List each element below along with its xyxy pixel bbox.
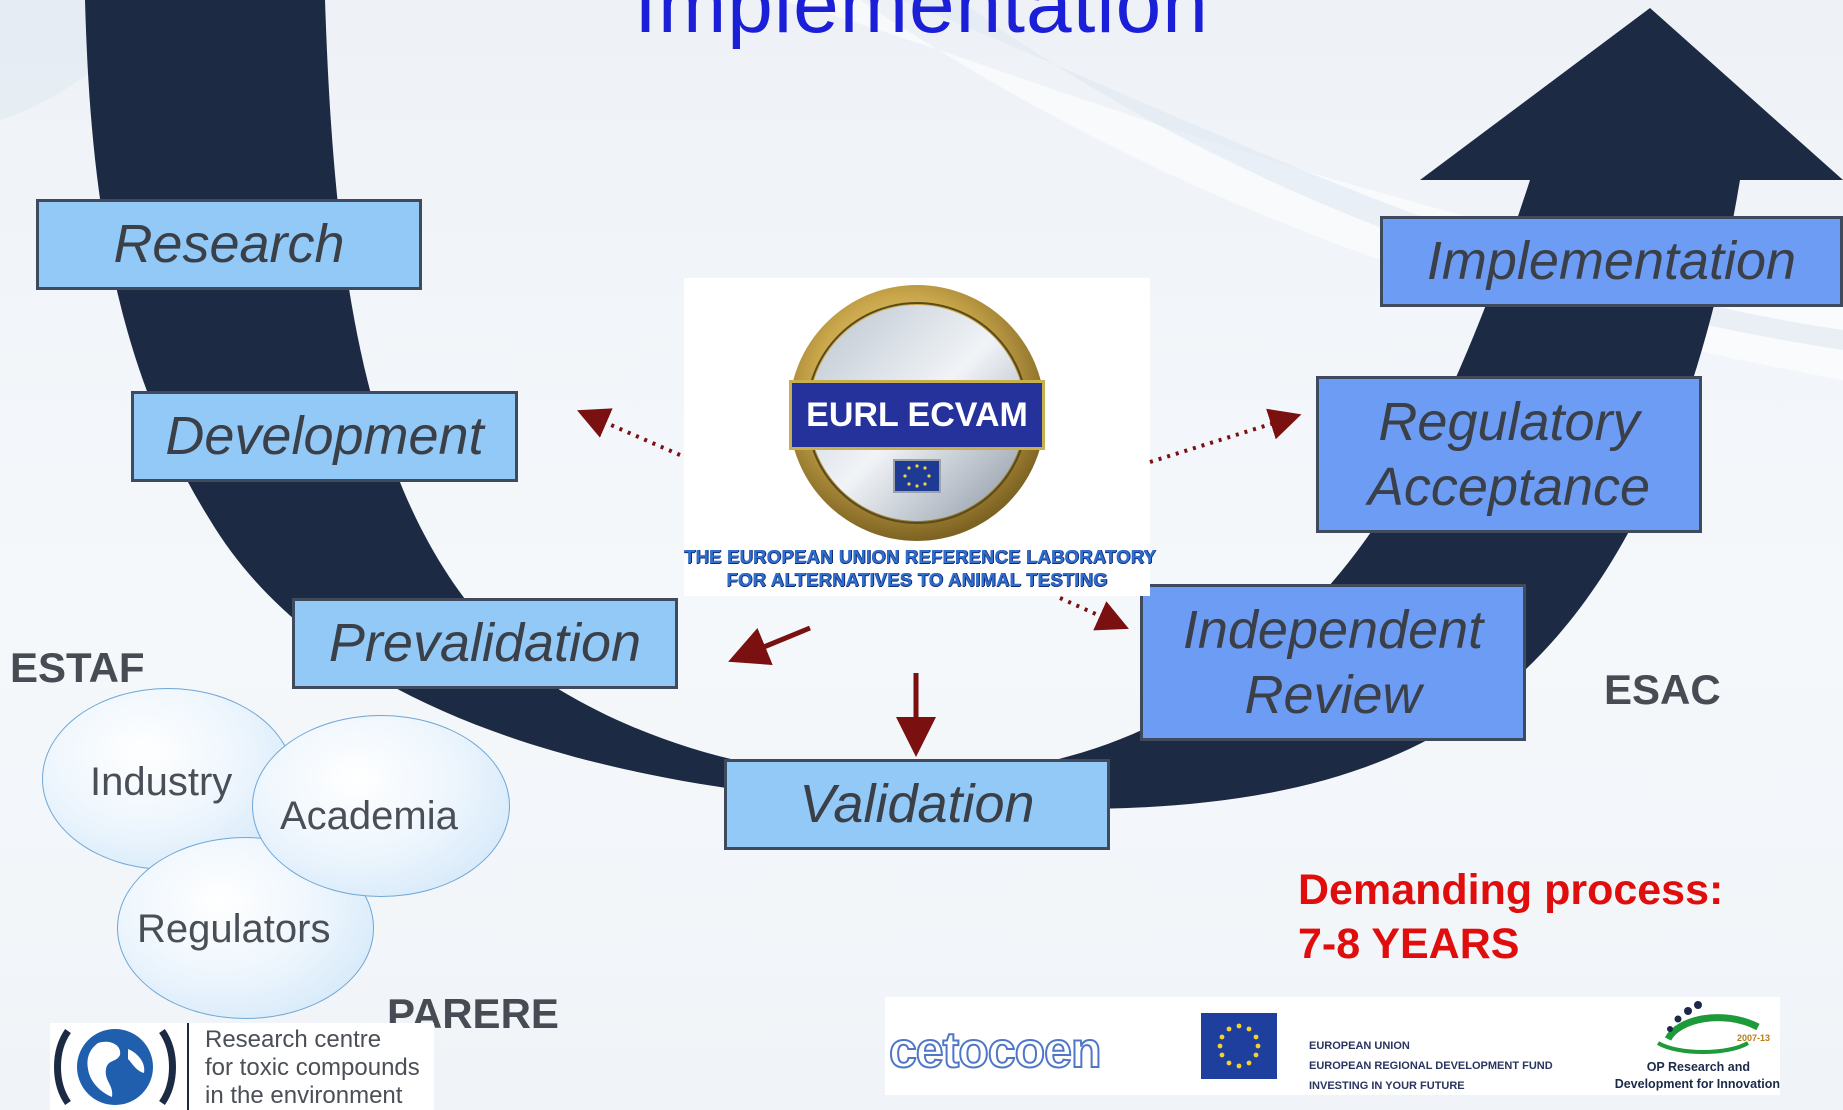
- step-independent-review-line1: Independent: [1182, 599, 1484, 660]
- step-implementation: Implementation: [1380, 216, 1843, 307]
- op-line1: OP Research and: [1646, 1060, 1750, 1074]
- globe-icon: [54, 1023, 189, 1110]
- op-line2: Development for Innovation: [1614, 1077, 1780, 1091]
- eu-line1: EUROPEAN UNION: [1309, 1040, 1410, 1052]
- step-research-label: Research: [113, 214, 345, 275]
- research-centre-line2: for toxic compounds: [205, 1054, 420, 1081]
- demanding-process-line2: 7-8 YEARS: [1298, 919, 1520, 968]
- op-research-logo-icon: [1656, 1001, 1760, 1054]
- step-independent-review: Independent Review: [1140, 584, 1526, 741]
- step-validation: Validation: [724, 759, 1110, 850]
- arrow-to-regulatory-acceptance: [1149, 408, 1302, 464]
- page-title: Implementation: [634, 0, 1209, 50]
- step-validation-label: Validation: [799, 774, 1035, 835]
- step-development-label: Development: [165, 406, 484, 467]
- op-years: 2007-13: [1736, 1033, 1770, 1043]
- eurl-ecvam-name: EURL ECVAM: [789, 380, 1045, 450]
- eu-line3: INVESTING IN YOUR FUTURE: [1309, 1080, 1465, 1092]
- eurl-caption-line1: THE EUROPEAN UNION REFERENCE LABORATORY: [684, 546, 1157, 567]
- step-regulatory-acceptance-line1: Regulatory: [1378, 391, 1640, 452]
- step-regulatory-acceptance-line2: Acceptance: [1367, 456, 1651, 517]
- bubble-academia: [252, 715, 510, 897]
- arrow-to-prevalidation: [728, 625, 811, 665]
- step-regulatory-acceptance: Regulatory Acceptance: [1316, 376, 1702, 533]
- step-development: Development: [131, 391, 518, 482]
- stakeholder-academia: Academia: [280, 794, 458, 838]
- eurl-caption-line2: FOR ALTERNATIVES TO ANIMAL TESTING: [726, 569, 1108, 590]
- arrow-to-development: [576, 408, 681, 457]
- eurl-ecvam-logo: EURL ECVAM THE EUROPEAN UNION REFERENCE …: [684, 278, 1157, 596]
- step-research: Research: [36, 199, 422, 290]
- cetocoen-logo: cetocoen: [888, 1021, 1103, 1079]
- step-prevalidation-label: Prevalidation: [328, 613, 642, 674]
- esac-label: ESAC: [1604, 666, 1721, 713]
- step-prevalidation: Prevalidation: [292, 598, 678, 689]
- funding-strip: cetocoen EUROPEAN UNION EUROPEAN REGIONA…: [885, 997, 1780, 1095]
- research-centre-line1: Research centre: [205, 1026, 382, 1053]
- step-independent-review-line2: Review: [1244, 664, 1422, 725]
- step-implementation-label: Implementation: [1426, 231, 1797, 292]
- estaf-label: ESTAF: [10, 644, 145, 691]
- stakeholder-industry: Industry: [90, 760, 233, 804]
- research-centre-logo: Research centre for toxic compounds in t…: [50, 1023, 434, 1110]
- stakeholder-regulators: Regulators: [137, 907, 331, 951]
- demanding-process-note: Demanding process: 7-8 YEARS: [1298, 864, 1723, 972]
- eu-flag-icon: [1201, 1013, 1277, 1079]
- arrow-to-independent-review: [1059, 596, 1129, 631]
- research-centre-line3: in the environment: [205, 1082, 403, 1109]
- eu-line2: EUROPEAN REGIONAL DEVELOPMENT FUND: [1309, 1060, 1553, 1072]
- demanding-process-line1: Demanding process:: [1298, 866, 1724, 914]
